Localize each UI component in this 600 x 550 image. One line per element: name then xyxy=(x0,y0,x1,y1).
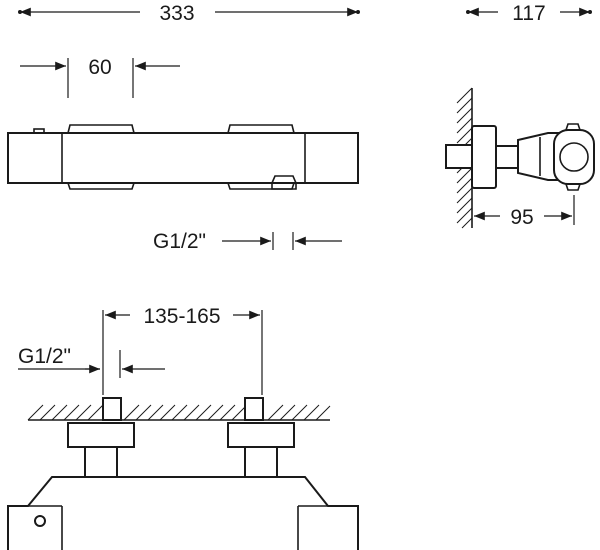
depth-label: 117 xyxy=(512,2,545,25)
dimension-outlet-thread: G1/2" xyxy=(153,230,342,253)
dimension-depth: 117 xyxy=(466,2,592,25)
outlet-thread-label: G1/2" xyxy=(153,230,206,253)
dimension-handle-width: 60 xyxy=(20,56,180,98)
mixer-front-view xyxy=(7,124,359,190)
total-length-label: 333 xyxy=(159,2,194,25)
dimension-inlet-spacing: 135-165 xyxy=(102,305,263,395)
dimension-total-length: 333 xyxy=(18,2,360,25)
wall-offset-label: 95 xyxy=(510,206,533,229)
wall-hatching-bottom xyxy=(27,404,331,421)
mixer-bottom-view xyxy=(7,397,359,550)
handle-width-label: 60 xyxy=(88,56,111,79)
dimension-inlet-thread: G1/2" xyxy=(18,345,165,378)
inlet-thread-label: G1/2" xyxy=(18,345,71,368)
mixer-side-view xyxy=(445,87,595,229)
inlet-spacing-label: 135-165 xyxy=(143,305,220,328)
dimension-wall-offset: 95 xyxy=(474,195,575,229)
